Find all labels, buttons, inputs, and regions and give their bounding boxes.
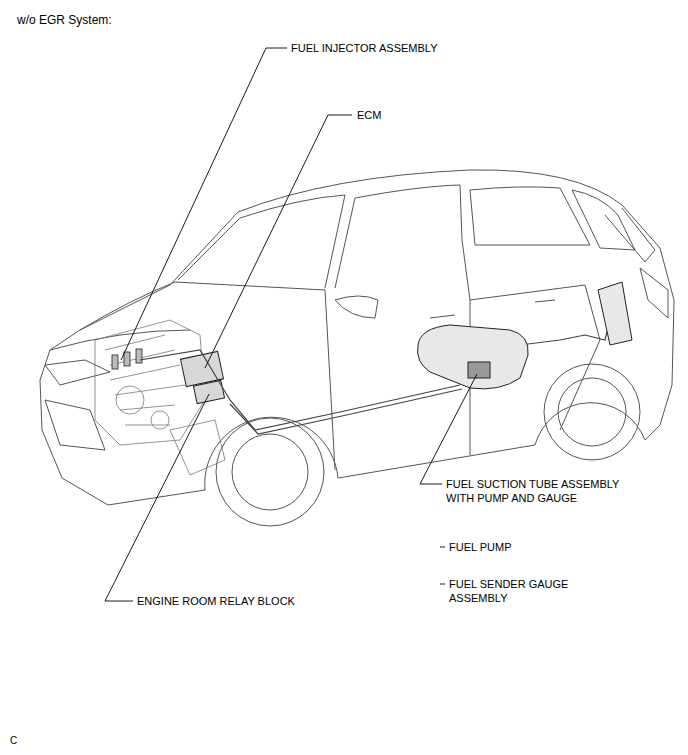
leader-line: [420, 374, 477, 484]
filler-neck: [598, 282, 632, 345]
part-name: FUEL INJECTOR ASSEMBLY: [290, 41, 439, 55]
transaxle: [170, 420, 225, 475]
headlamp: [45, 360, 110, 385]
bullet-dash: [440, 547, 445, 548]
leader-line: [105, 394, 209, 601]
injector: [112, 355, 118, 369]
door-handle: [430, 300, 555, 318]
part-name: FUEL SUCTION TUBE ASSEMBLY WITH PUMP AND…: [445, 477, 643, 505]
fuel-line: [230, 389, 462, 434]
ecm-relay: [181, 351, 225, 403]
injectors: [112, 349, 142, 369]
front-door: [325, 290, 470, 470]
leader-lines: [105, 48, 477, 601]
front-door-window: [335, 185, 470, 300]
leader-line: [121, 48, 287, 360]
hood-line: [80, 282, 325, 330]
rocker: [338, 445, 535, 478]
car-body: [40, 170, 674, 526]
rear-quarter-window: [572, 190, 635, 250]
part-name: ENGINE ROOM RELAY BLOCK: [136, 594, 296, 608]
part-name: FUEL PUMP: [448, 540, 513, 554]
mirror: [335, 296, 378, 318]
fuel-line: [140, 290, 620, 434]
rear-glass: [605, 208, 655, 262]
engine: [95, 320, 225, 475]
front-rim: [232, 434, 308, 510]
grille: [45, 400, 105, 450]
injector: [136, 349, 142, 363]
rear-door-window: [470, 187, 590, 245]
fuel-tank: [418, 282, 633, 389]
fuel-line: [140, 350, 460, 430]
figure-title: w/o EGR System:: [16, 13, 113, 27]
rear-lamp: [640, 268, 668, 318]
engine-pulley: [116, 386, 144, 414]
tank-body: [418, 325, 529, 389]
bullet-dash: [440, 584, 445, 585]
engine-detail: [105, 335, 185, 425]
front-wheel-arch: [108, 417, 338, 505]
part-name: FUEL SENDER GAUGE ASSEMBLY: [448, 577, 586, 605]
part-name: ECM: [356, 108, 382, 122]
engine-pulley: [151, 411, 169, 429]
front-tire: [216, 418, 324, 526]
rear-tire: [544, 364, 640, 460]
windshield: [178, 195, 345, 288]
figure-code: C: [9, 734, 18, 748]
body-outline: [40, 170, 674, 505]
injector: [124, 352, 130, 366]
rear-rim: [558, 378, 626, 446]
leader-line: [205, 115, 352, 368]
fuel-pump-unit: [468, 362, 490, 378]
